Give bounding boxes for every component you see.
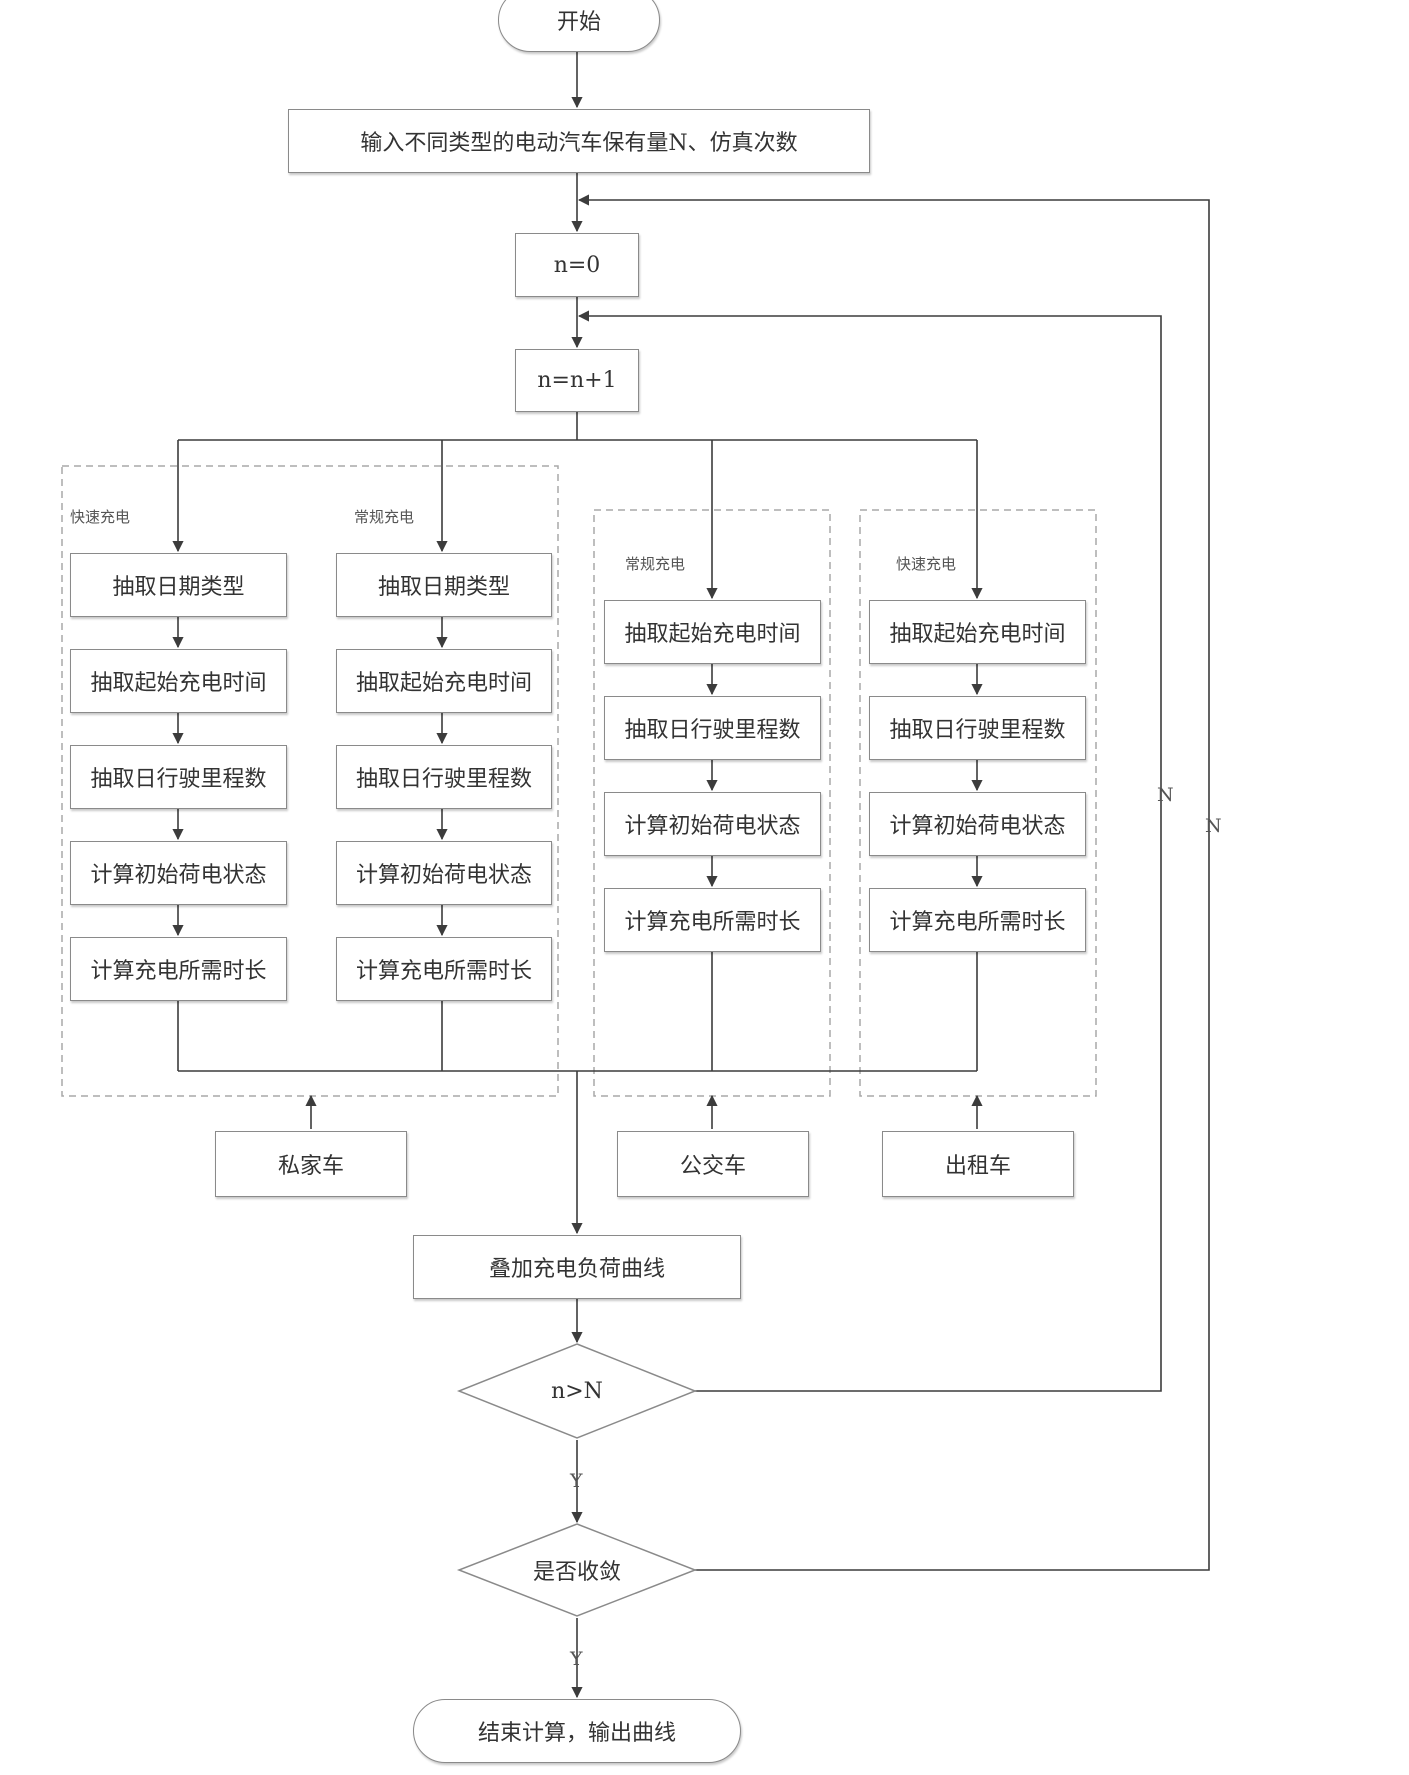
end-terminal: 结束计算，输出曲线 [413, 1699, 741, 1763]
bus-step-box: 抽取日行驶里程数 [604, 696, 821, 760]
private-normal-step-box: 抽取日行驶里程数 [336, 745, 552, 809]
taxi-title: 快速充电 [896, 555, 957, 573]
bus-box: 公交车 [617, 1131, 809, 1197]
yes-label-count: Y [570, 1470, 583, 1492]
private-normal-step-box: 计算充电所需时长 [336, 937, 552, 1001]
private-car-box: 私家车 [215, 1131, 407, 1197]
private-normal-step-box: 计算初始荷电状态 [336, 841, 552, 905]
superpose-process-box: 叠加充电负荷曲线 [413, 1235, 741, 1299]
decision-convergence-label: 是否收敛 [532, 1560, 621, 1585]
private-fast-step-box: 抽取日行驶里程数 [70, 745, 287, 809]
increment-process-box: n=n+1 [515, 349, 639, 412]
input-process-box: 输入不同类型的电动汽车保有量N、仿真次数 [288, 109, 870, 173]
no-label-convergence: N [1205, 815, 1222, 837]
private-normal-step-box: 抽取日期类型 [336, 553, 552, 617]
taxi-step-box: 计算充电所需时长 [869, 888, 1086, 952]
private-fast-step-box: 计算充电所需时长 [70, 937, 287, 1001]
edge-loop-init [577, 194, 1210, 1571]
private-normal-title: 常规充电 [354, 508, 415, 526]
edge-loop-increment [577, 310, 1162, 1392]
private-fast-title: 快速充电 [70, 508, 131, 526]
private-normal-step-box: 抽取起始充电时间 [336, 649, 552, 713]
private-fast-step-box: 抽取日期类型 [70, 553, 287, 617]
bus-title: 常规充电 [625, 555, 686, 573]
decision-count-label: n>N [551, 1378, 603, 1404]
bus-step-box: 抽取起始充电时间 [604, 600, 821, 664]
taxi-step-box: 抽取起始充电时间 [869, 600, 1086, 664]
decision-diamond-convergence [456, 1523, 698, 1617]
decision-diamond-count [456, 1343, 698, 1439]
taxi-step-box: 计算初始荷电状态 [869, 792, 1086, 856]
start-terminal: 开始 [498, 0, 660, 52]
no-label-count: N [1157, 784, 1174, 806]
bus-step-box: 计算充电所需时长 [604, 888, 821, 952]
yes-label-convergence: Y [570, 1648, 583, 1670]
bus-step-box: 计算初始荷电状态 [604, 792, 821, 856]
private-fast-step-box: 抽取起始充电时间 [70, 649, 287, 713]
init-process-box: n=0 [515, 233, 639, 297]
taxi-step-box: 抽取日行驶里程数 [869, 696, 1086, 760]
private-fast-step-box: 计算初始荷电状态 [70, 841, 287, 905]
taxi-box: 出租车 [882, 1131, 1074, 1197]
